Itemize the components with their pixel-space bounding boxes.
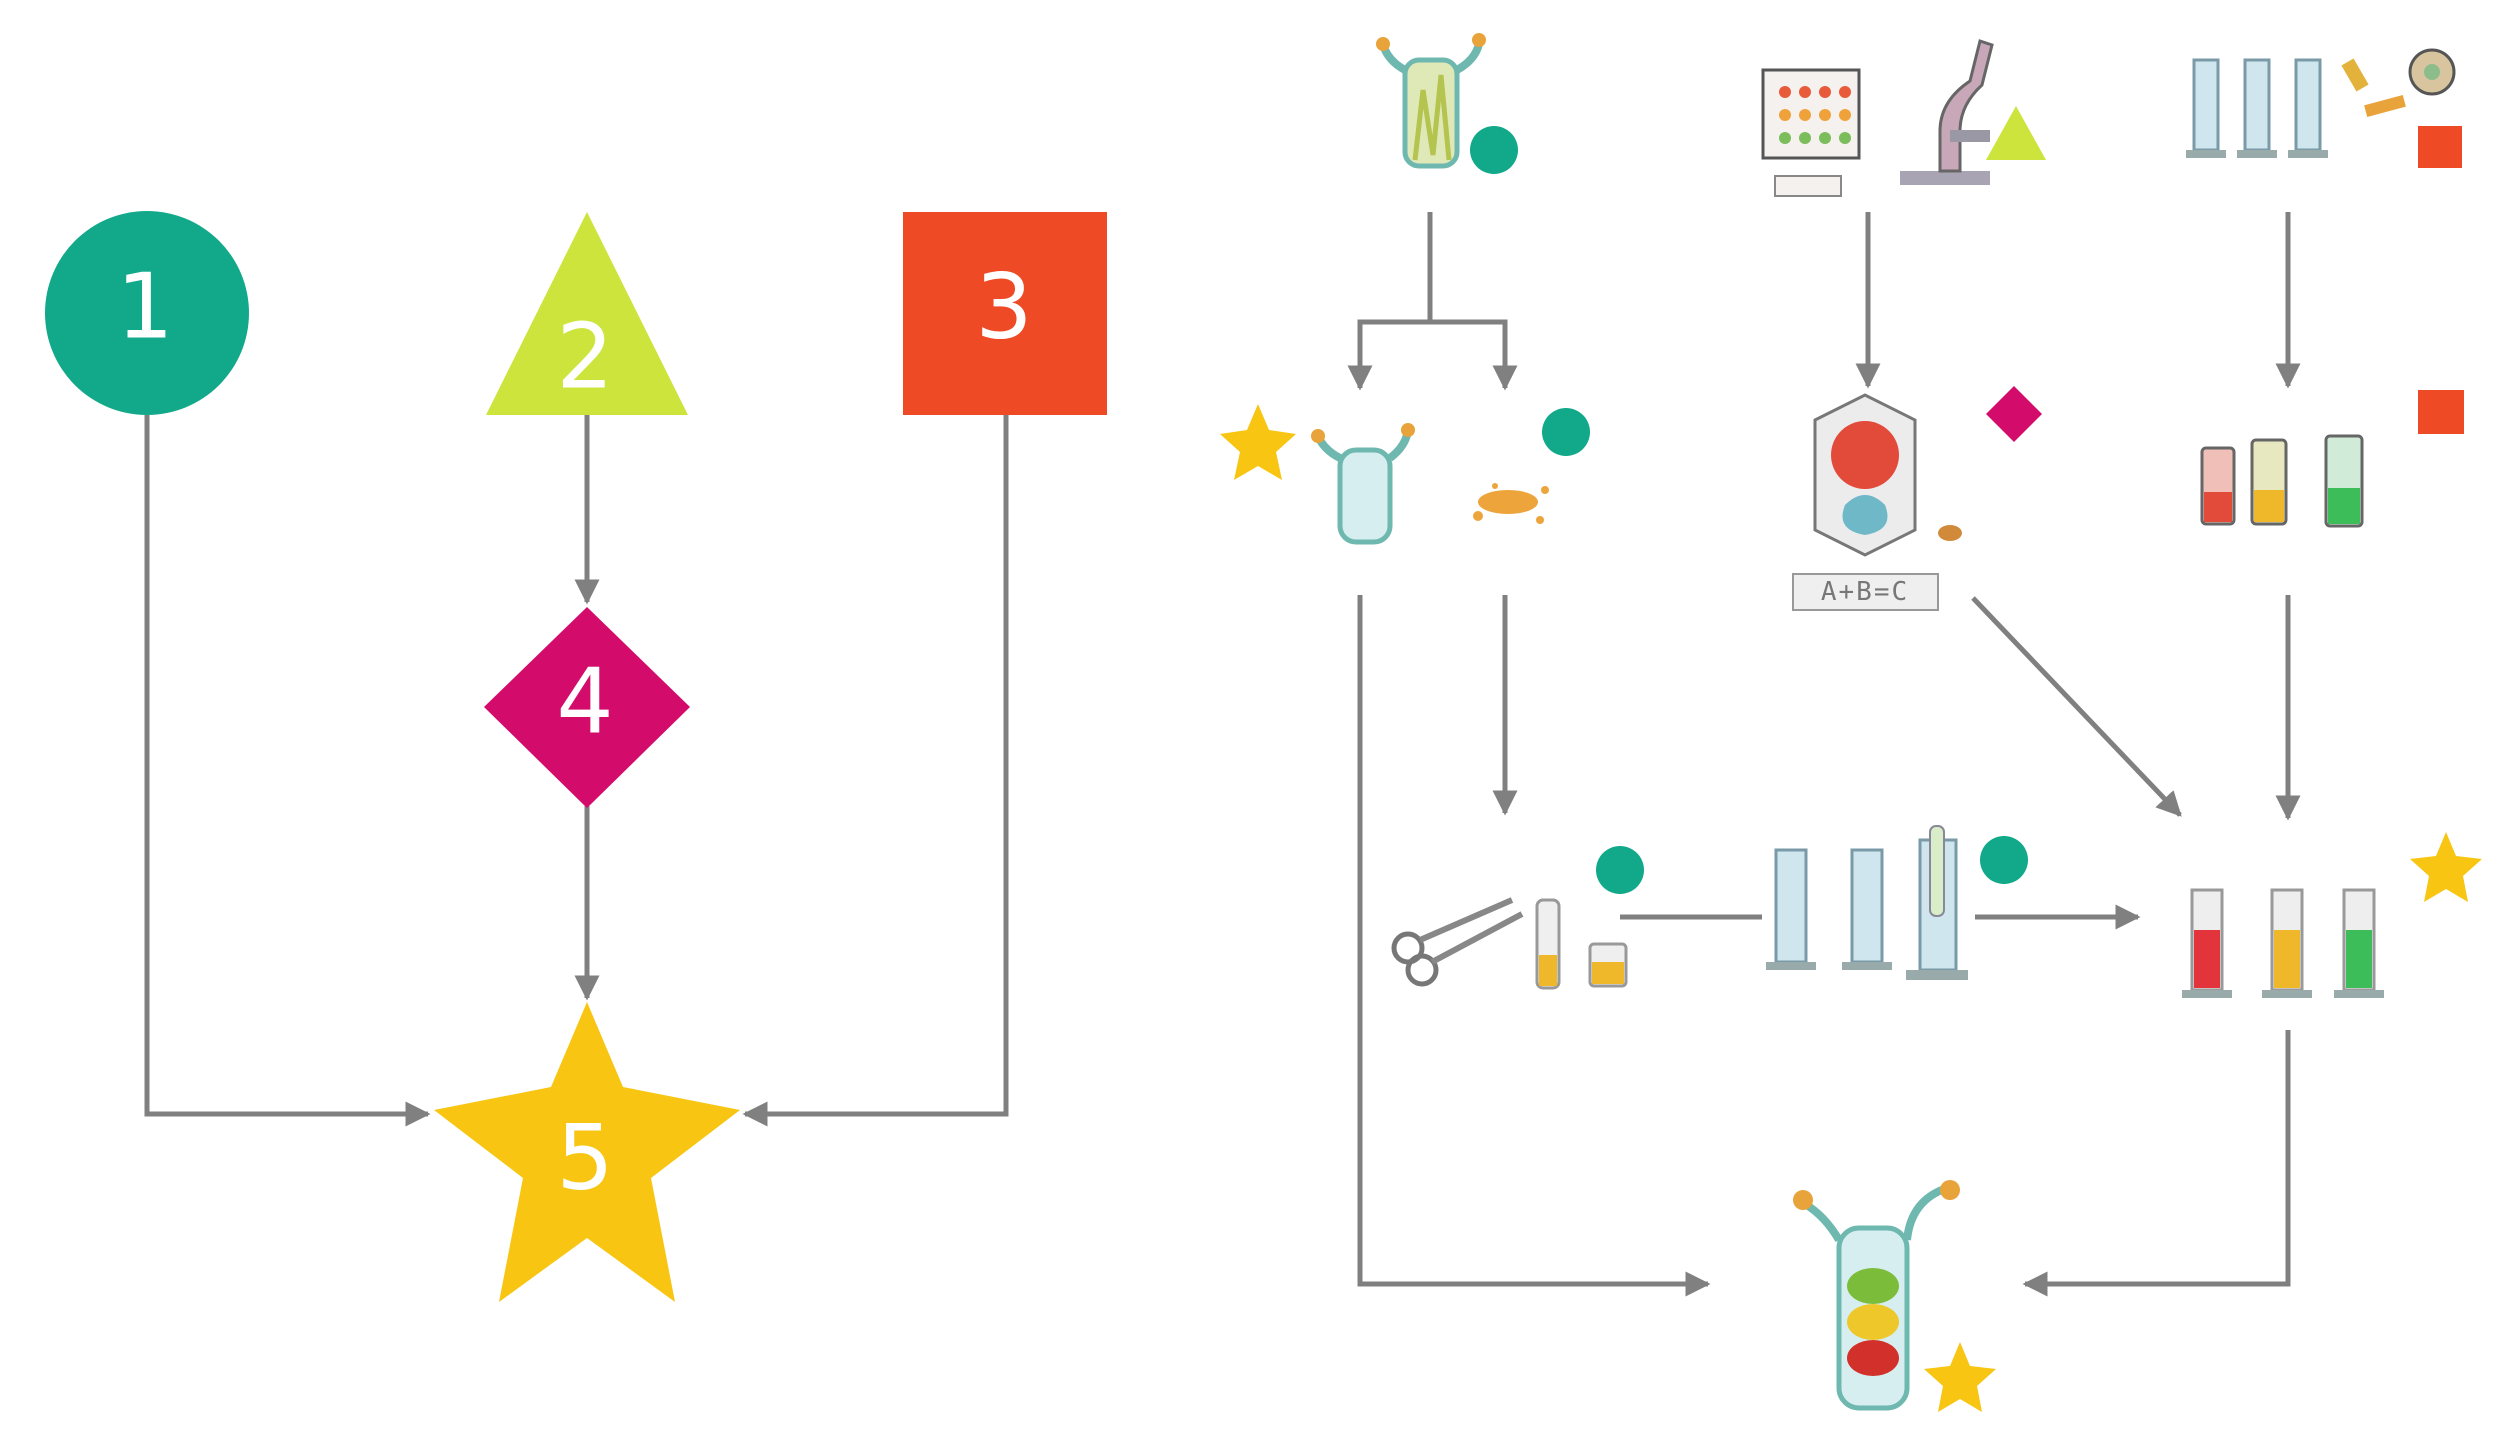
square-marker [2418,126,2462,168]
step-cut-dissolve [1391,846,1644,990]
node-5-label: 5 [556,1106,613,1211]
triangle-marker [1986,106,2046,160]
diamond-marker [1986,386,2042,442]
scissors-icon [1391,897,1524,987]
edge-1-to-5 [144,415,431,1127]
square-shape [903,212,1107,415]
process-diagram: A+B=C [1220,33,2482,1412]
edge-model-to-colored [1971,596,2182,817]
circle-marker [1980,836,2028,884]
edge-colored-to-final [2022,1030,2291,1297]
node-3-label: 3 [975,255,1032,360]
step-plate-microscope [1761,39,2046,197]
circle-shape [45,211,249,415]
graduated-cylinders-icon [1766,825,1968,980]
step-empty-tube [1220,404,1415,545]
step-harvest [1376,33,1518,174]
edge-empty-tube-to-final [1357,595,1711,1297]
star-shape [434,1002,740,1302]
traffic-light-tube-icon [1793,1180,1960,1411]
equation-caption: A+B=C [1821,577,1909,607]
node-2-label: 2 [556,305,613,410]
edge-3-to-5 [742,415,1009,1127]
star-marker [2410,832,2482,902]
legend-diagram: 1 2 3 4 5 [45,211,1107,1302]
node-1-label: 1 [116,255,173,360]
square-marker [2418,390,2464,434]
step-powder [1473,408,1590,524]
step-cylinders-mixing [1766,825,2028,980]
step-colored-vials [2200,390,2464,528]
diamond-shape [484,607,690,808]
circle-marker [1596,846,1644,894]
step-model-box: A+B=C [1792,386,2042,611]
node-4-diamond: 4 [484,607,690,808]
triangle-shape [486,212,688,415]
well-plate-icon [1761,68,1861,197]
beaker-icon [1588,942,1628,988]
step-colored-cylinders [2182,832,2482,998]
node-5-star: 5 [434,1002,740,1302]
node-3-square: 3 [903,212,1107,415]
circle-marker [1542,408,1590,456]
graduated-cylinders-icon [2186,58,2328,158]
star-marker [1924,1342,1996,1412]
node-1-circle: 1 [45,211,249,415]
colored-vials-icon [2200,434,2364,528]
star-marker [1220,404,1296,480]
powder-icon [1473,483,1549,524]
colored-cylinders-icon [2182,888,2384,998]
tube-with-plant-icon [1376,33,1486,169]
node-4-label: 4 [556,650,613,755]
node-2-triangle: 2 [486,212,688,415]
empty-tube-icon [1311,423,1415,545]
equation-card [1792,573,1939,611]
edge-to-powder [1430,319,1518,391]
circle-marker [1470,126,1518,174]
step-final-tube [1793,1180,1996,1412]
sample-vial-icon [1535,898,1561,990]
edge-to-empty-tube [1347,319,1505,391]
reagents-icon [2341,48,2456,117]
microscope-icon [1900,39,1994,185]
molecule-box-icon [1813,393,1962,557]
step-cylinders-reagents [2186,48,2462,168]
